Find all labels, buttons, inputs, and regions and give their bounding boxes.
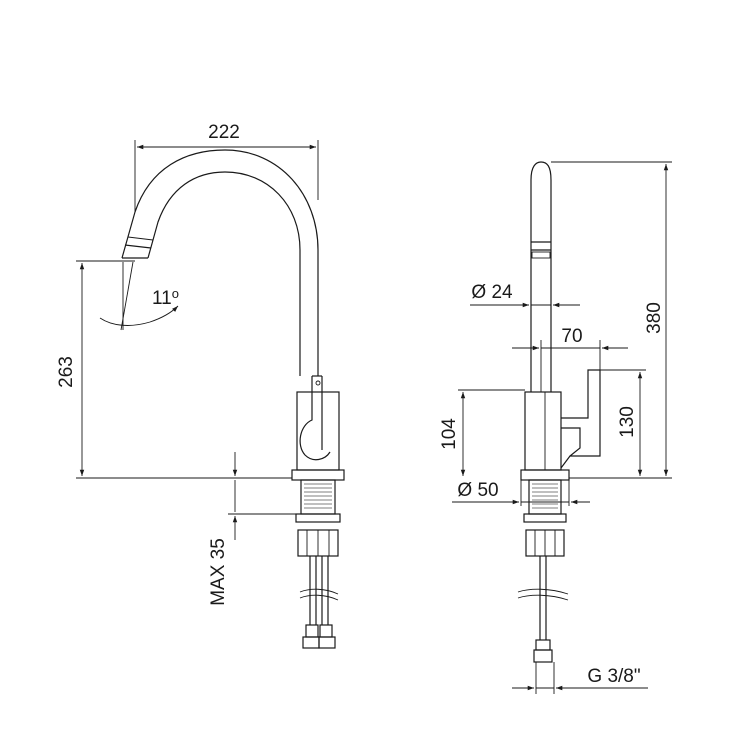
dim-spout-diameter: Ø 24 bbox=[471, 282, 513, 303]
dim-angle: 11o bbox=[152, 286, 179, 309]
dim-body-height: 104 bbox=[439, 418, 460, 450]
dim-handle-depth: 70 bbox=[561, 326, 582, 347]
dim-connection: G 3/8" bbox=[587, 666, 640, 687]
front-view: 380 Ø 24 70 104 130 Ø 50 bbox=[439, 161, 672, 694]
dim-handle-height: 130 bbox=[617, 406, 638, 438]
dim-total-height: 380 bbox=[644, 302, 665, 334]
side-view: 222 263 11o MAX 35 bbox=[56, 122, 345, 649]
dim-base-diameter: Ø 50 bbox=[457, 480, 498, 501]
shank-thread-hatching bbox=[304, 483, 332, 509]
dim-spout-height: 263 bbox=[56, 356, 77, 388]
front-shank-thread-hatching bbox=[532, 483, 558, 509]
dim-max-thickness: MAX 35 bbox=[208, 538, 229, 606]
dim-spout-reach: 222 bbox=[208, 122, 240, 143]
